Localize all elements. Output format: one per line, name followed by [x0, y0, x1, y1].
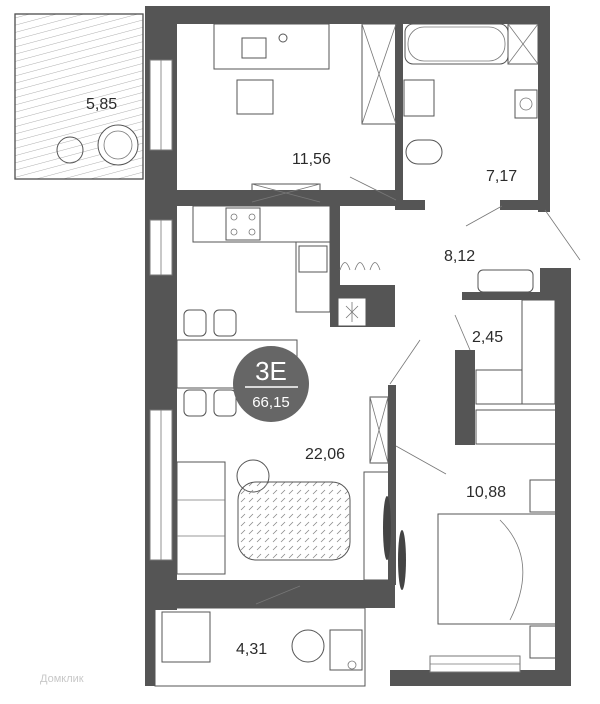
balcony-top [14, 13, 144, 180]
wardrobe-office [361, 23, 397, 125]
door-swing [349, 176, 397, 201]
bed [437, 513, 557, 625]
toilet [405, 139, 443, 165]
tv [383, 496, 391, 560]
office-chair [236, 79, 274, 115]
shoe-rack [369, 396, 389, 464]
kitchen-counter [192, 205, 331, 243]
wardrobe-rack-2 [475, 409, 557, 445]
label-hall: 8,12 [444, 248, 475, 265]
label-balcony-top: 5,85 [86, 96, 117, 113]
watermark: Домклик [40, 673, 84, 685]
side-table [329, 629, 363, 671]
chair [213, 309, 237, 337]
chair [183, 309, 207, 337]
balcony-table [56, 136, 84, 164]
label-balcony-bottom: 4,31 [236, 641, 267, 658]
armchair [161, 611, 211, 663]
label-office: 11,56 [292, 151, 331, 168]
stove [225, 207, 261, 241]
bath-door-swing [465, 205, 503, 227]
wardrobe-shelves [521, 299, 556, 405]
sofa [176, 461, 226, 575]
living-door-swing [389, 339, 421, 385]
label-bathroom: 7,17 [486, 168, 517, 185]
balcony-bottom [154, 585, 366, 687]
wardrobe-room [454, 269, 557, 445]
apartment-badge: 3E 66,15 [233, 346, 309, 422]
nightstand [529, 625, 557, 659]
bedroom-door-swing [395, 445, 447, 475]
round-chair [291, 629, 325, 663]
sink [403, 79, 435, 117]
apartment-area: 66,15 [252, 394, 290, 411]
entry-door-swing [544, 209, 581, 261]
bench [477, 269, 534, 293]
monitor [241, 37, 267, 59]
apartment-type: 3E [255, 356, 287, 386]
nightstand [529, 479, 557, 513]
desk [213, 23, 330, 70]
bathroom-fixtures [403, 23, 581, 261]
lamp-icon [278, 33, 288, 43]
bathtub [404, 23, 509, 65]
wardrobe-rack [475, 369, 523, 405]
label-living: 22,06 [305, 446, 345, 463]
living-furniture [176, 339, 421, 581]
chair [213, 389, 237, 417]
office-furniture [213, 23, 397, 203]
rug [237, 481, 351, 561]
label-bedroom: 10,88 [466, 484, 506, 501]
bedroom-tv [398, 530, 406, 590]
coat-hooks [339, 262, 381, 271]
kitchen [192, 205, 381, 327]
label-wardrobe: 2,45 [472, 329, 503, 346]
shower-box [507, 23, 539, 65]
washing-machine [514, 89, 538, 119]
walls [145, 6, 571, 686]
bedroom-furniture [395, 445, 557, 659]
counter-side [295, 241, 331, 313]
radiator-office [251, 183, 321, 203]
chair [183, 389, 207, 417]
kitchen-sink [298, 245, 328, 273]
balcony-chair [97, 124, 139, 166]
windows [149, 59, 521, 673]
